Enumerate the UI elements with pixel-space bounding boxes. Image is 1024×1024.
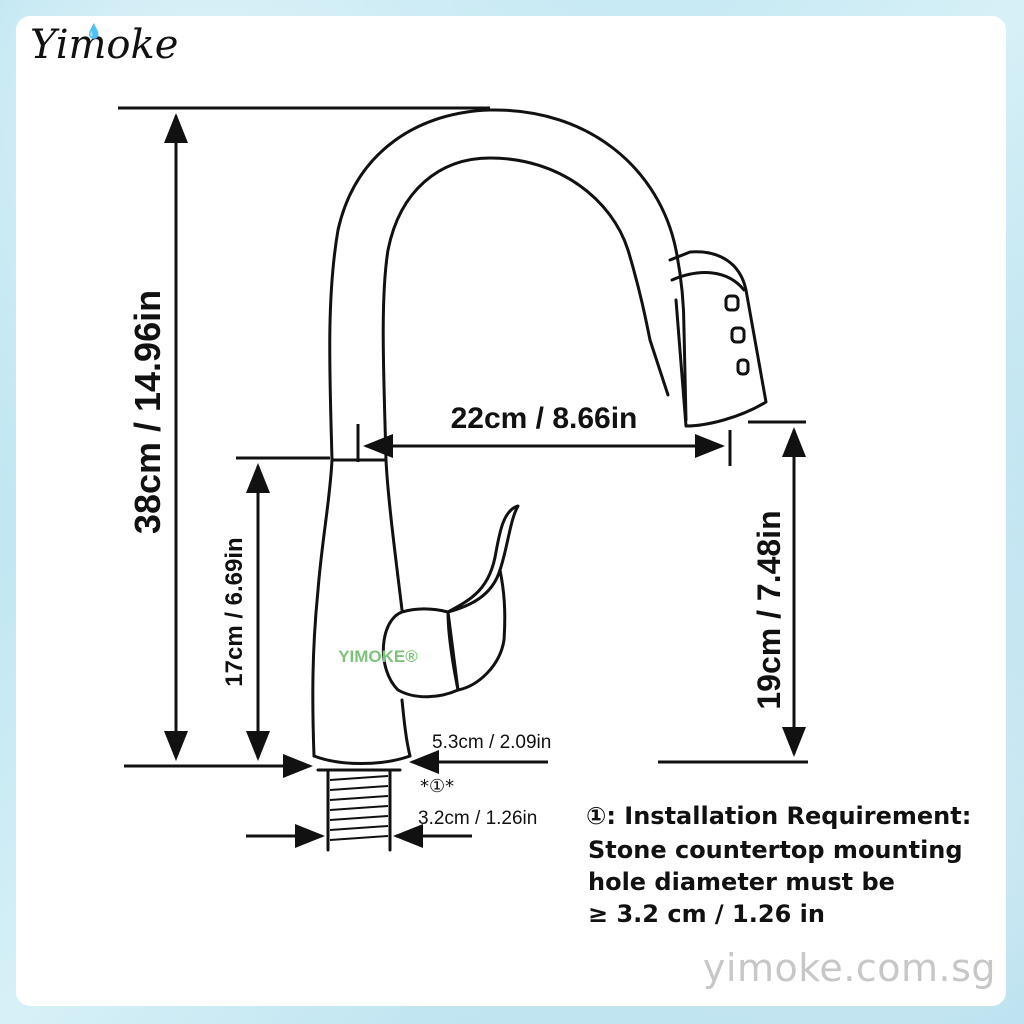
website-watermark: yimoke.com.sg <box>702 946 996 990</box>
footnote-marker: *①* <box>420 776 454 797</box>
dimension-spout-clearance <box>658 420 808 764</box>
faucet-brand-mark: YIMOKE® <box>338 647 418 666</box>
water-drop-icon: 💧 <box>85 24 103 40</box>
spout-clearance-label: 19cm / 7.48in <box>751 510 787 709</box>
reach-label: 22cm / 8.66in <box>451 402 638 435</box>
base-diameter-label: 5.3cm / 2.09in <box>432 732 551 753</box>
shank-diameter-label: 3.2cm / 1.26in <box>418 808 537 829</box>
dimension-total-height <box>118 106 490 778</box>
installation-requirement-line-2: hole diameter must be <box>588 868 895 896</box>
faucet-outline <box>311 108 768 852</box>
installation-requirement-line-3: ≥ 3.2 cm / 1.26 in <box>588 900 825 928</box>
installation-requirement-title: ①: Installation Requirement: <box>586 802 972 830</box>
dimension-body-height <box>236 456 330 761</box>
total-height-label: 38cm / 14.96in <box>127 290 168 534</box>
brand-logo: Yimoke <box>30 22 179 68</box>
shank-threads <box>329 775 389 841</box>
dimension-reach <box>356 424 732 466</box>
body-height-label: 17cm / 6.69in <box>221 537 248 686</box>
installation-requirement-line-1: Stone countertop mounting <box>588 836 963 864</box>
